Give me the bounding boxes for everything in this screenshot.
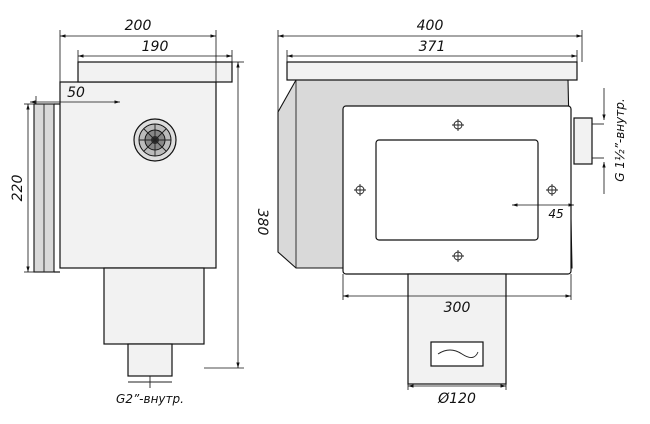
- side-lower-housing: [103, 267, 205, 345]
- grille-icon: [133, 118, 177, 162]
- side-outlet-pipe: [127, 343, 173, 377]
- screw-bottom-icon: [452, 250, 464, 262]
- dim-d120: Ø120: [437, 391, 476, 407]
- dim-371: 371: [419, 39, 446, 55]
- side-outlet: [573, 117, 593, 165]
- front-view: 400 371 45 300 Ø120 G 1½”-внутр.: [277, 18, 627, 407]
- dim-50: 50: [67, 85, 85, 101]
- screw-top-icon: [452, 119, 464, 131]
- screw-left-icon: [354, 184, 366, 196]
- side-body: [59, 81, 217, 269]
- side-lid: [77, 61, 233, 83]
- dim-400: 400: [417, 18, 444, 34]
- dim-300: 300: [444, 300, 471, 316]
- dim-200: 200: [125, 18, 152, 34]
- front-lid: [286, 61, 578, 81]
- bottom-thread-label: G2”-внутр.: [116, 392, 184, 406]
- front-opening: [375, 139, 539, 241]
- side-thread-label: G 1½”-внутр.: [613, 98, 627, 181]
- dim-45: 45: [548, 207, 563, 221]
- dim-380: 380: [254, 209, 270, 236]
- front-lower-housing: [407, 273, 507, 385]
- dim-220: 220: [10, 175, 26, 202]
- screw-right-icon: [546, 184, 558, 196]
- side-view: 200 190 50 220 380 G2”-внутр.: [10, 18, 270, 406]
- dim-190: 190: [142, 39, 169, 55]
- front-pipe-window: [430, 341, 484, 367]
